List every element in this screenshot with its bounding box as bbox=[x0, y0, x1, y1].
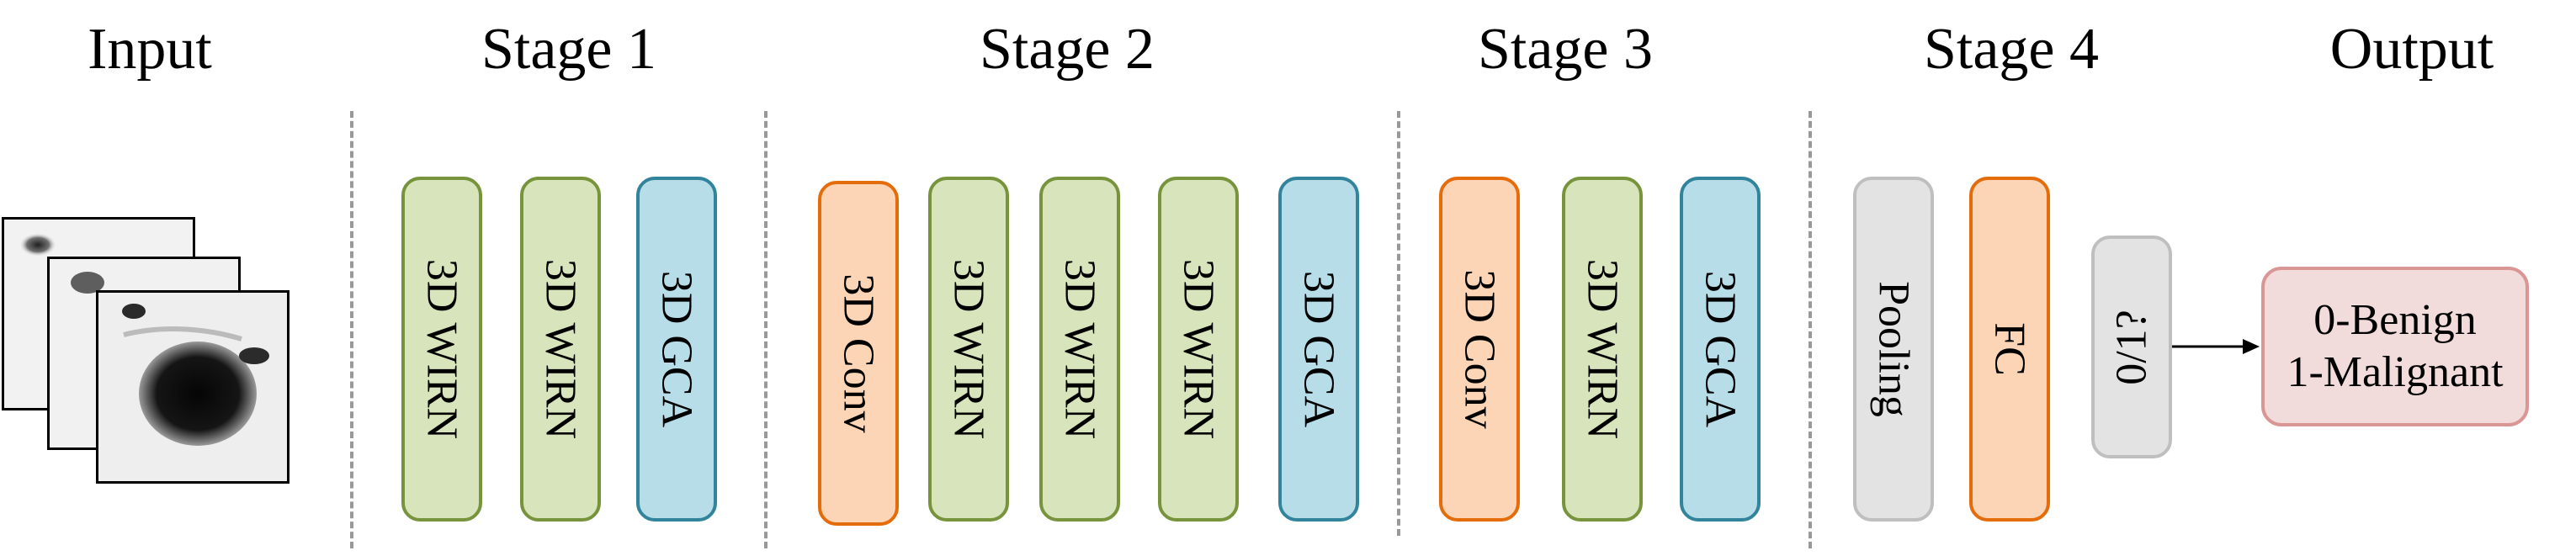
stage2-block-wirn-2: 3D WIRN bbox=[1039, 177, 1120, 522]
stage-divider-3 bbox=[1397, 111, 1400, 536]
stage2-block-label: 3D WIRN bbox=[1174, 258, 1223, 440]
prediction-box: 0/1? bbox=[2091, 236, 2172, 458]
header-stage4: Stage 4 bbox=[1923, 17, 2100, 82]
output-box: 0-Benign 1-Malignant bbox=[2261, 267, 2529, 426]
stage2-block-label: 3D Conv bbox=[834, 273, 883, 433]
stage2-block-conv: 3D Conv bbox=[818, 181, 899, 526]
stage-divider-2 bbox=[764, 111, 767, 548]
stage1-block-wirn-1: 3D WIRN bbox=[401, 177, 482, 522]
stage2-block-wirn-3: 3D WIRN bbox=[1158, 177, 1239, 522]
stage3-block-label: 3D GCA bbox=[1696, 270, 1745, 428]
stage3-block-label: 3D Conv bbox=[1455, 269, 1504, 429]
header-stage2: Stage 2 bbox=[979, 17, 1155, 82]
header-input: Input bbox=[88, 17, 212, 82]
stage3-block-wirn: 3D WIRN bbox=[1562, 177, 1643, 522]
stage2-block-label: 3D WIRN bbox=[944, 258, 993, 440]
stage3-block-gca: 3D GCA bbox=[1680, 177, 1761, 522]
input-slice-3 bbox=[96, 290, 289, 484]
stage2-block-wirn-1: 3D WIRN bbox=[928, 177, 1009, 522]
stage2-block-label: 3D GCA bbox=[1294, 270, 1343, 428]
header-stage3: Stage 3 bbox=[1477, 17, 1654, 82]
stage3-block-conv: 3D Conv bbox=[1439, 177, 1520, 522]
stage2-block-gca: 3D GCA bbox=[1278, 177, 1359, 522]
stage4-block-label: Pooling bbox=[1869, 281, 1918, 417]
stage1-block-label: 3D WIRN bbox=[536, 258, 585, 440]
stage1-block-label: 3D WIRN bbox=[417, 258, 466, 440]
stage1-block-label: 3D GCA bbox=[652, 270, 701, 428]
stage1-block-gca: 3D GCA bbox=[636, 177, 717, 522]
output-label-benign: 0-Benign bbox=[2313, 296, 2477, 344]
stage4-block-pooling: Pooling bbox=[1853, 177, 1934, 522]
stage3-block-label: 3D WIRN bbox=[1578, 258, 1627, 440]
stage-divider-4 bbox=[1809, 111, 1812, 548]
arrow-icon bbox=[2172, 339, 2260, 354]
header-stage1: Stage 1 bbox=[481, 17, 657, 82]
stage4-block-fc: FC bbox=[1969, 177, 2050, 522]
stage-divider-1 bbox=[350, 111, 353, 548]
output-label-malignant: 1-Malignant bbox=[2287, 348, 2504, 396]
prediction-label: 0/1? bbox=[2107, 309, 2156, 385]
stage1-block-wirn-2: 3D WIRN bbox=[520, 177, 601, 522]
stage4-block-label: FC bbox=[1985, 322, 2034, 376]
header-output: Output bbox=[2329, 17, 2494, 82]
stage2-block-label: 3D WIRN bbox=[1055, 258, 1104, 440]
